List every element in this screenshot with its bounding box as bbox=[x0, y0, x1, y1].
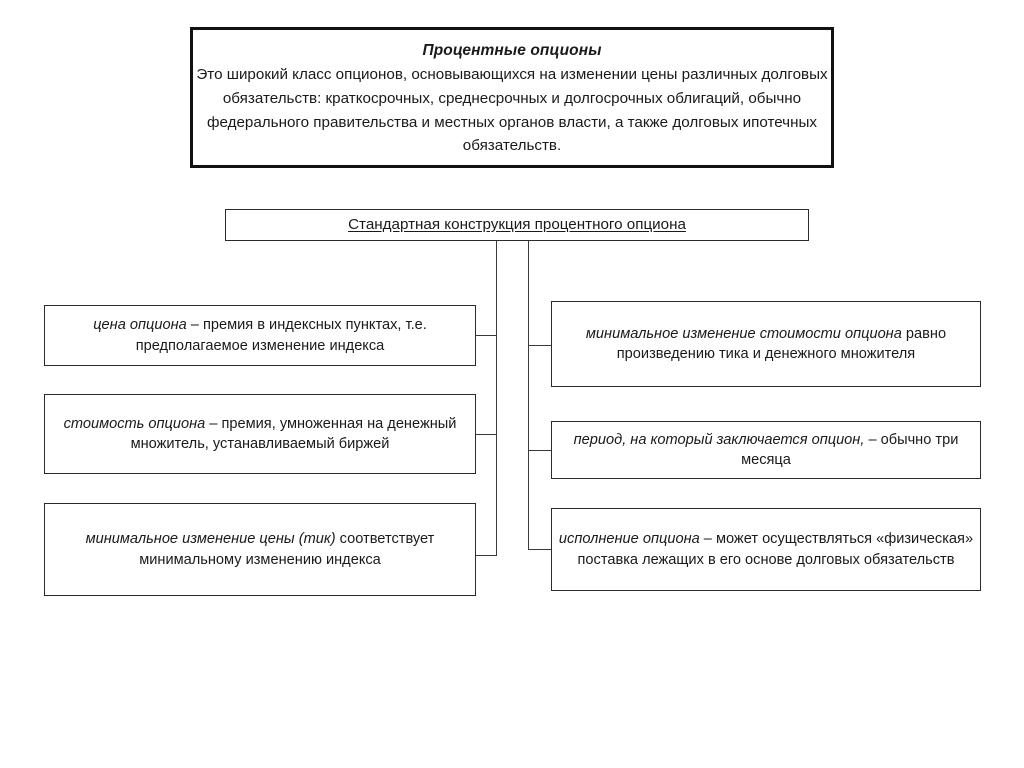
connector-stub-right-1 bbox=[528, 345, 552, 346]
connector-stub-left-1 bbox=[476, 335, 497, 336]
leaf-term: минимальное изменение цены (тик) bbox=[85, 531, 336, 548]
leaf-node-option-value: стоимость опциона – премия, умноженная н… bbox=[44, 394, 476, 474]
leaf-node-option-price: цена опциона – премия в индексных пункта… bbox=[44, 305, 476, 366]
leaf-term: период, на который заключается опцион, bbox=[573, 431, 865, 448]
connector-trunk-right bbox=[528, 241, 529, 550]
leaf-node-min-value-change: минимальное изменение стоимости опциона … bbox=[551, 301, 981, 387]
leaf-node-text: стоимость опциона – премия, умноженная н… bbox=[35, 414, 485, 454]
connector-trunk-left bbox=[496, 241, 497, 556]
leaf-node-option-exercise: исполнение опциона – может осуществлятьс… bbox=[551, 508, 981, 591]
header-node: Стандартная конструкция процентного опци… bbox=[225, 209, 809, 241]
leaf-node-text: минимальное изменение цены (тик) соответ… bbox=[35, 529, 485, 569]
leaf-term: цена опциона bbox=[93, 317, 187, 334]
header-node-label: Стандартная конструкция процентного опци… bbox=[348, 215, 686, 233]
leaf-node-text: цена опциона – премия в индексных пункта… bbox=[35, 315, 485, 355]
leaf-node-text: период, на который заключается опцион, –… bbox=[542, 430, 990, 470]
connector-stub-left-3 bbox=[476, 555, 497, 556]
leaf-rest: соответствует минимальному изменению инд… bbox=[139, 531, 435, 568]
intro-title: Процентные опционы bbox=[422, 42, 602, 59]
leaf-node-text: минимальное изменение стоимости опциона … bbox=[542, 324, 990, 364]
leaf-node-min-price-change: минимальное изменение цены (тик) соответ… bbox=[44, 503, 476, 596]
leaf-rest: – премия в индексных пунктах, т.е. предп… bbox=[135, 317, 427, 354]
intro-body: Это широкий класс опционов, основывающих… bbox=[196, 66, 828, 155]
leaf-rest: равно произведению тика и денежного множ… bbox=[616, 325, 947, 362]
leaf-rest: – может осуществляться «физическая» пост… bbox=[577, 531, 974, 568]
leaf-term: стоимость опциона bbox=[63, 415, 206, 432]
leaf-node-contract-period: период, на который заключается опцион, –… bbox=[551, 421, 981, 479]
leaf-rest: – премия, умноженная на денежный множите… bbox=[130, 415, 457, 452]
leaf-term: минимальное изменение стоимости опциона bbox=[585, 325, 902, 342]
connector-stub-right-3 bbox=[528, 549, 552, 550]
intro-panel: Процентные опционы Это широкий класс опц… bbox=[190, 27, 834, 168]
leaf-node-text: исполнение опциона – может осуществлятьс… bbox=[542, 529, 990, 569]
leaf-rest: – обычно три месяца bbox=[741, 431, 959, 468]
connector-stub-left-2 bbox=[476, 434, 497, 435]
connector-stub-right-2 bbox=[528, 450, 552, 451]
leaf-term: исполнение опциона bbox=[558, 531, 700, 548]
